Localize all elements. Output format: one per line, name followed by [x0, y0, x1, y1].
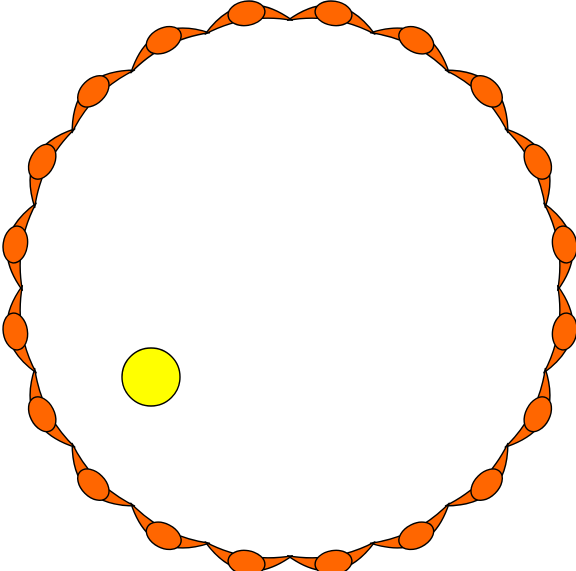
yellow-ball-icon — [122, 348, 180, 406]
